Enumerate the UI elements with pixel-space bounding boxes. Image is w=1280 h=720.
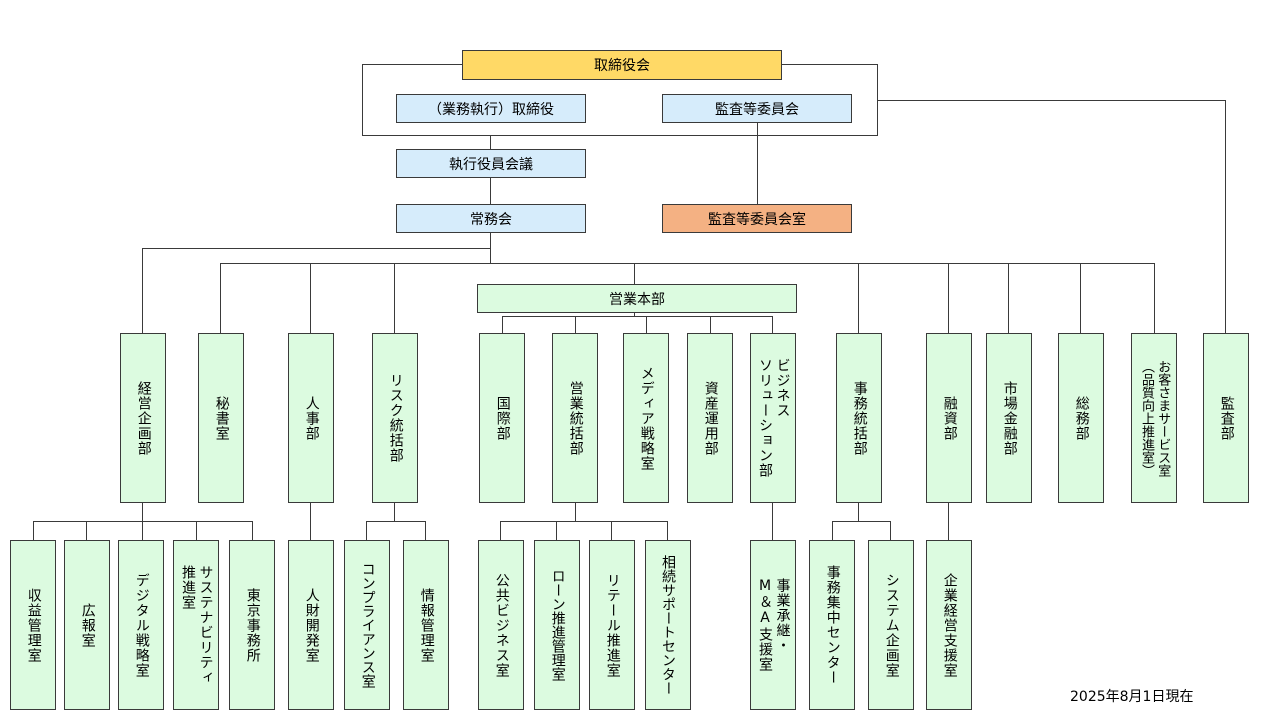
sub-system: システム企画室 <box>868 540 914 710</box>
sub-compliance-label: コンプライアンス室 <box>359 562 376 688</box>
sub-digital-label: デジタル戦略室 <box>133 572 150 678</box>
board-box: 取締役会 <box>462 50 782 80</box>
dept-hisho-label: 秘書室 <box>213 395 230 441</box>
sub-jinzai-label: 人財開発室 <box>303 587 320 663</box>
as-of-date: 2025年8月1日現在 <box>1070 689 1194 705</box>
dept-hisho: 秘書室 <box>198 333 244 503</box>
dept-kokusai-label: 国際部 <box>494 395 511 441</box>
sub-retail-label: リテール推進室 <box>604 572 621 678</box>
dept-shijo: 市場金融部 <box>986 333 1032 503</box>
sub-shueki-label: 収益管理室 <box>25 587 42 663</box>
dept-eigyo: 営業統括部 <box>552 333 598 503</box>
dept-okyakusama-label: お客さまサービス室 （品質向上推進室） <box>1139 359 1171 477</box>
dept-business: ビジネス ソリューション部 <box>750 333 796 503</box>
dept-keiei: 経営企画部 <box>120 333 166 503</box>
sub-sustain: サステナビリティ 推進室 <box>173 540 219 710</box>
dept-shisan-label: 資産運用部 <box>702 380 719 456</box>
exec-officers-meeting-box: 執行役員会議 <box>396 149 586 178</box>
dept-jimu: 事務統括部 <box>836 333 882 503</box>
sub-sustain-label: サステナビリティ 推進室 <box>180 565 214 685</box>
dept-jinji: 人事部 <box>288 333 334 503</box>
line-keiei <box>142 248 491 333</box>
dept-kokusai: 国際部 <box>479 333 525 503</box>
dept-yushi-label: 融資部 <box>941 395 958 441</box>
sub-joho: 情報管理室 <box>403 540 449 710</box>
sub-koho: 広報室 <box>64 540 110 710</box>
sub-tokyo-label: 東京事務所 <box>244 587 261 663</box>
dept-media: メディア戦略室 <box>623 333 669 503</box>
dept-shisan: 資産運用部 <box>687 333 733 503</box>
sub-loan: ローン推進管理室 <box>534 540 580 710</box>
sub-joho-label: 情報管理室 <box>418 587 435 663</box>
sub-kigyo-label: 企業経営支援室 <box>941 572 958 678</box>
sub-koho-label: 広報室 <box>79 602 96 648</box>
sub-kigyo: 企業経営支援室 <box>926 540 972 710</box>
exec-directors-box: （業務執行）取締役 <box>396 94 586 123</box>
audit-committee-office-box: 監査等委員会室 <box>662 204 852 233</box>
sub-system-label: システム企画室 <box>883 572 900 678</box>
sub-jimushuchu: 事務集中センター <box>809 540 855 710</box>
dept-risk: リスク統括部 <box>372 333 418 503</box>
dept-eigyo-label: 営業統括部 <box>567 380 584 456</box>
sub-jigyo-label: 事業承継・ M＆A支援室 <box>757 578 791 672</box>
sub-compliance: コンプライアンス室 <box>344 540 390 710</box>
dept-somu: 総務部 <box>1058 333 1104 503</box>
managing-committee-box: 常務会 <box>396 204 586 233</box>
dept-somu-label: 総務部 <box>1073 395 1090 441</box>
dept-kansa-label: 監査部 <box>1218 395 1235 441</box>
sub-retail: リテール推進室 <box>589 540 635 710</box>
sub-digital: デジタル戦略室 <box>118 540 164 710</box>
sub-kokyo-label: 公共ビジネス室 <box>493 572 510 678</box>
dept-kansa: 監査部 <box>1203 333 1249 503</box>
dept-jimu-label: 事務統括部 <box>851 380 868 456</box>
dept-yushi: 融資部 <box>926 333 972 503</box>
sub-jimushuchu-label: 事務集中センター <box>824 565 841 685</box>
sub-jinzai: 人財開発室 <box>288 540 334 710</box>
dept-jinji-label: 人事部 <box>303 395 320 441</box>
dept-risk-label: リスク統括部 <box>387 373 404 463</box>
sub-shueki: 収益管理室 <box>10 540 56 710</box>
sub-kokyo: 公共ビジネス室 <box>478 540 524 710</box>
line-to-audit-dept <box>877 100 1226 333</box>
sales-hq-box: 営業本部 <box>477 284 797 313</box>
audit-committee-box: 監査等委員会 <box>662 94 852 123</box>
sub-loan-label: ローン推進管理室 <box>549 569 566 681</box>
sub-jigyo: 事業承継・ M＆A支援室 <box>750 540 796 710</box>
sub-sozoku: 相続サポートセンター <box>645 540 691 710</box>
sub-sozoku-label: 相続サポートセンター <box>660 555 677 695</box>
dept-okyakusama: お客さまサービス室 （品質向上推進室） <box>1131 333 1177 503</box>
dept-keiei-label: 経営企画部 <box>135 380 152 456</box>
dept-business-label: ビジネス ソリューション部 <box>757 358 791 478</box>
sub-tokyo: 東京事務所 <box>229 540 275 710</box>
dept-media-label: メディア戦略室 <box>638 365 655 471</box>
dept-shijo-label: 市場金融部 <box>1001 380 1018 456</box>
